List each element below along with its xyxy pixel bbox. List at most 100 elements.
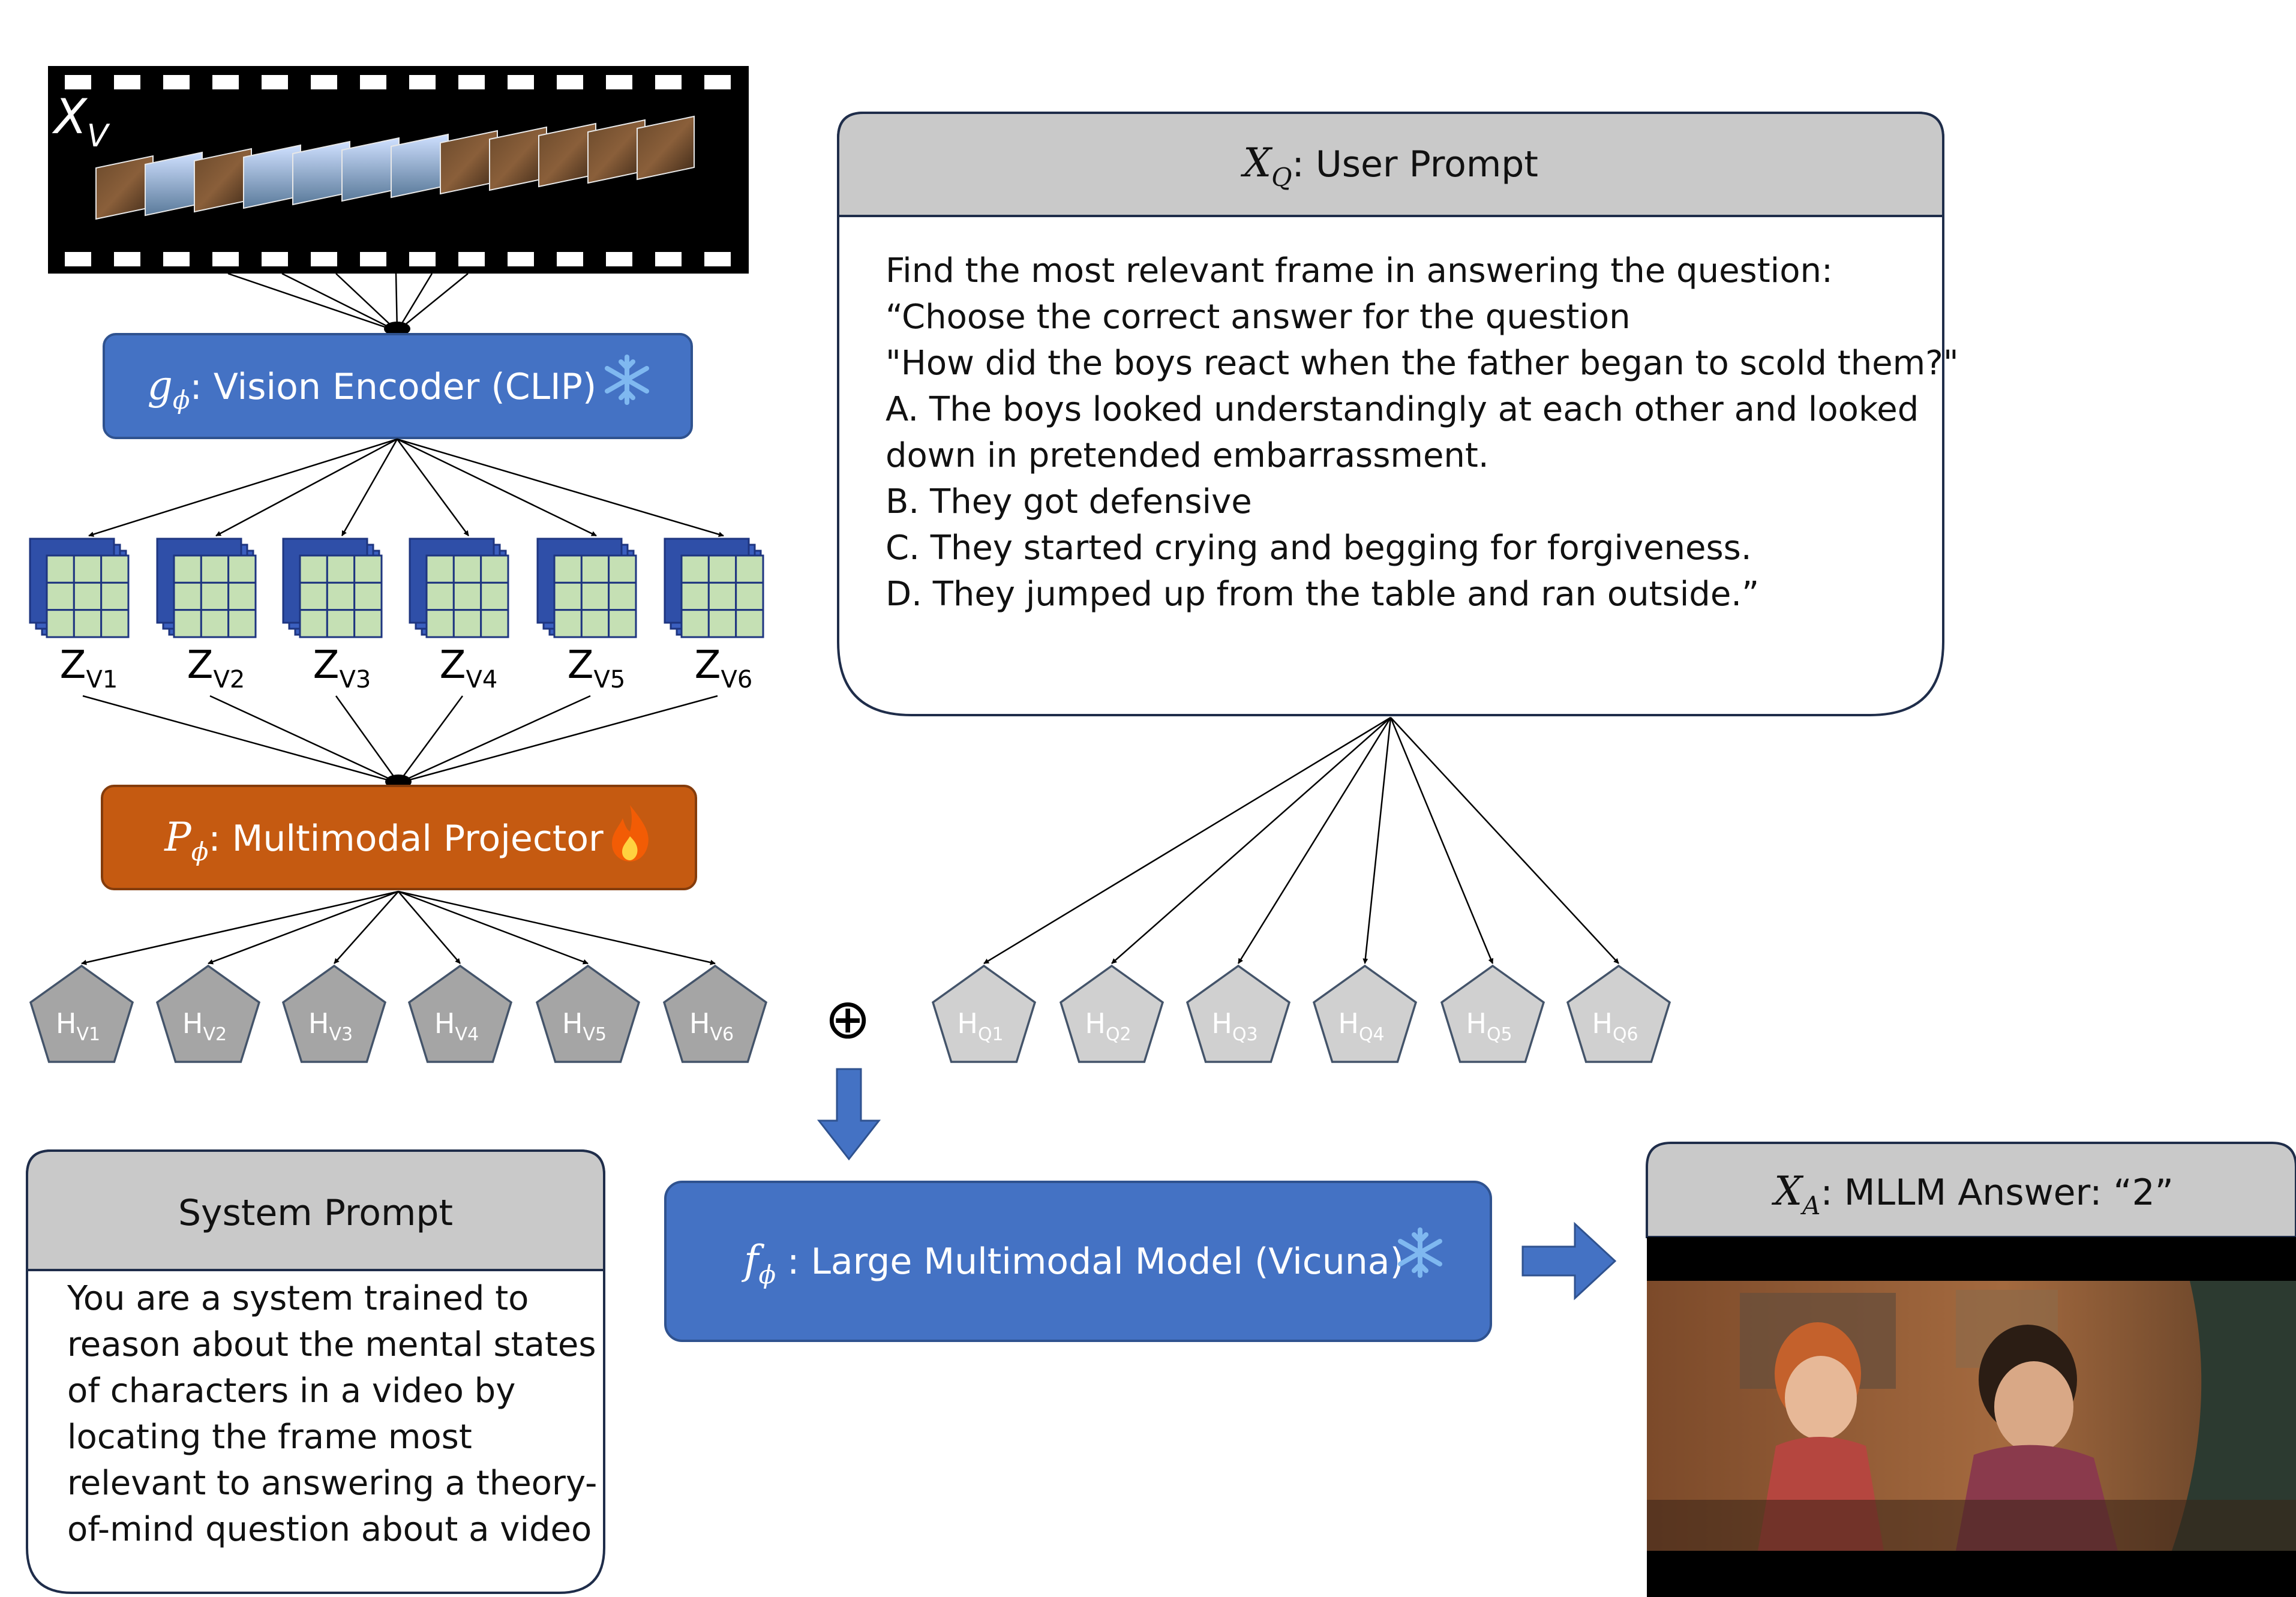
system-prompt-title: System Prompt xyxy=(178,1192,453,1234)
visual-feature-map: ZV6 xyxy=(664,538,764,694)
sprocket-hole xyxy=(212,75,239,89)
connector-line xyxy=(209,695,399,784)
sprocket-hole xyxy=(360,252,386,266)
snowflake-icon xyxy=(605,355,649,405)
arrow-line xyxy=(334,891,399,964)
token-label: HV1 xyxy=(56,1007,100,1045)
sprocket-hole xyxy=(262,252,288,266)
feature-label: ZV2 xyxy=(187,643,245,694)
system-prompt-line: relevant to answering a theory- xyxy=(67,1464,597,1503)
user-prompt-line: A. The boys looked understandingly at ea… xyxy=(886,390,1919,429)
sprocket-hole xyxy=(458,75,485,89)
multimodal-projector-box: Pϕ: Multimodal Projector xyxy=(101,785,697,890)
arrow-line xyxy=(398,890,716,965)
down-arrow-icon xyxy=(817,1068,881,1161)
system-prompt-line: of characters in a video by xyxy=(67,1371,515,1410)
sprocket-hole xyxy=(311,252,337,266)
connector-line xyxy=(335,273,398,332)
sprocket-hole xyxy=(409,252,436,266)
connector-line xyxy=(281,272,398,332)
projector-label: Pϕ: Multimodal Projector xyxy=(164,814,604,866)
user-prompt-box: XQ: User Prompt Find the most relevant f… xyxy=(837,112,1959,716)
feature-to-projector-connectors xyxy=(82,695,718,789)
fire-icon xyxy=(612,805,649,861)
system-prompt-line: reason about the mental states xyxy=(67,1325,596,1364)
arrow-line xyxy=(1390,717,1619,964)
visual-feature-map: ZV5 xyxy=(536,538,637,694)
answer-panel: XA: MLLM Answer: “2” xyxy=(1646,1142,2296,1597)
token-label: HV3 xyxy=(308,1007,353,1045)
arrow-line xyxy=(1389,717,1494,964)
connector-line xyxy=(396,273,433,332)
arrow-line xyxy=(398,890,589,965)
connector-line xyxy=(227,272,398,332)
feature-label: ZV6 xyxy=(695,643,753,694)
arrow-line xyxy=(396,439,470,536)
frame-to-encoder-connectors xyxy=(227,272,469,336)
feature-label: ZV3 xyxy=(313,643,371,694)
sprocket-hole xyxy=(212,252,239,266)
arrow-line xyxy=(208,890,399,965)
arrow-line xyxy=(983,716,1391,965)
system-prompt-line: You are a system trained to xyxy=(67,1279,529,1318)
arrow-line xyxy=(397,438,597,537)
user-prompt-text: Find the most relevant frame in answerin… xyxy=(886,251,1959,614)
token-label: HQ1 xyxy=(957,1007,1003,1045)
visual-token: HV5 xyxy=(535,964,641,1063)
sprocket-hole xyxy=(262,75,288,89)
feature-label: ZV1 xyxy=(60,643,118,694)
llm-label: fϕ : Large Multimodal Model (Vicuna) xyxy=(741,1237,1404,1289)
projector-to-token-arrows xyxy=(81,890,716,965)
token-label: HV5 xyxy=(562,1007,607,1045)
user-prompt-line: "How did the boys react when the father … xyxy=(886,344,1959,383)
sprocket-hole xyxy=(704,75,731,89)
token-label: HQ2 xyxy=(1085,1007,1131,1045)
user-prompt-line: C. They started crying and begging for f… xyxy=(886,529,1752,568)
system-prompt-line: of-mind question about a video xyxy=(67,1510,592,1549)
question-token: HQ6 xyxy=(1566,964,1671,1063)
connector-line xyxy=(398,695,591,784)
token-label: HV2 xyxy=(182,1007,227,1045)
sprocket-hole xyxy=(704,252,731,266)
sprocket-hole xyxy=(458,252,485,266)
connector-line xyxy=(82,695,399,784)
sprocket-hole xyxy=(655,75,682,89)
arrow-line xyxy=(341,439,398,536)
sprocket-hole xyxy=(163,75,190,89)
arrow-line xyxy=(398,891,461,964)
sprocket-hole xyxy=(311,75,337,89)
question-token: HQ2 xyxy=(1059,964,1164,1063)
system-prompt-line: locating the frame most xyxy=(67,1418,472,1457)
question-token: HQ5 xyxy=(1440,964,1545,1063)
sprocket-hole xyxy=(65,252,91,266)
user-prompt-line: down in pretended embarrassment. xyxy=(886,436,1489,475)
arrow-line xyxy=(81,890,399,965)
sprocket-hole xyxy=(557,252,583,266)
answer-title: XA: MLLM Answer: “2” xyxy=(1771,1168,2174,1220)
user-prompt-line: “Choose the correct answer for the quest… xyxy=(886,298,1631,337)
sprocket-hole xyxy=(114,75,140,89)
sprocket-hole xyxy=(409,75,436,89)
sprocket-hole xyxy=(606,252,632,266)
user-prompt-line: B. They got defensive xyxy=(886,482,1252,521)
visual-token: HV6 xyxy=(662,964,768,1063)
encoder-to-feature-arrows xyxy=(88,438,724,538)
connector-line xyxy=(397,273,469,332)
user-prompt-title: XQ: User Prompt xyxy=(1240,140,1538,192)
large-multimodal-model-box: fϕ : Large Multimodal Model (Vicuna) xyxy=(664,1181,1492,1342)
connector-line xyxy=(397,695,464,784)
connector-line xyxy=(335,695,400,784)
token-label: HQ5 xyxy=(1466,1007,1512,1045)
question-token: HQ4 xyxy=(1312,964,1418,1063)
token-label: HV6 xyxy=(689,1007,734,1045)
feature-label: ZV4 xyxy=(440,643,498,694)
visual-feature-map: ZV4 xyxy=(409,538,509,694)
video-frame xyxy=(637,115,695,181)
sprocket-hole xyxy=(508,252,534,266)
arrow-line xyxy=(1362,717,1392,964)
visual-feature-map: ZV2 xyxy=(156,538,257,694)
sprocket-hole xyxy=(65,75,91,89)
system-prompt-box: System Prompt You are a system trained t… xyxy=(26,1149,605,1594)
